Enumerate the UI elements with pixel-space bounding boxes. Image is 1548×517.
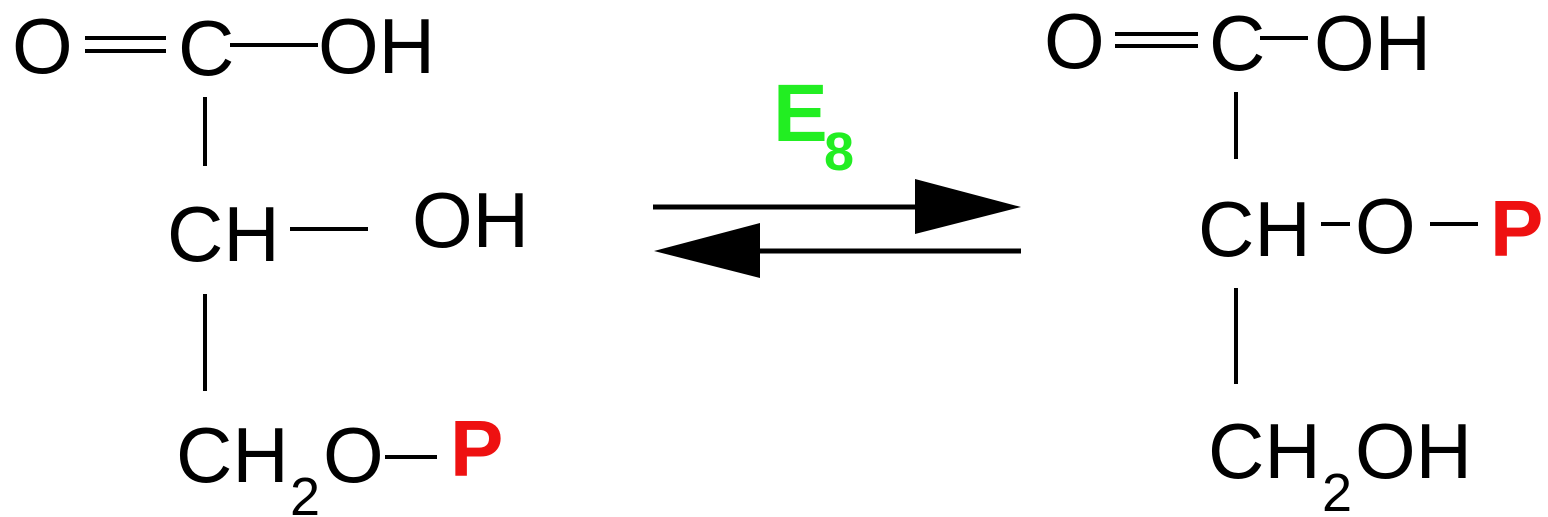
product-phosphate: P	[1490, 184, 1543, 273]
product-carboxyl-oxygen: O	[1044, 0, 1105, 85]
product-middle-oxygen: O	[1355, 182, 1416, 270]
reactant-middle-ch: CH	[167, 190, 280, 278]
product-molecule: O C OH CH O P CH 2 OH	[1044, 0, 1543, 517]
reactant-bottom-subscript: 2	[290, 467, 320, 517]
reactant-carboxyl-hydroxyl: OH	[318, 2, 435, 90]
reactant-phosphate: P	[450, 404, 503, 493]
product-bottom-subscript: 2	[1322, 463, 1352, 517]
forward-arrow-head	[915, 179, 1021, 234]
reactant-middle-hydroxyl: OH	[412, 176, 529, 264]
enzyme-subscript: 8	[824, 122, 854, 182]
product-bottom-ch: CH	[1208, 407, 1321, 495]
reverse-arrow-head	[654, 223, 760, 278]
enzyme-label: E 8	[773, 68, 854, 182]
reactant-carboxyl-carbon: C	[178, 4, 234, 92]
equilibrium-arrows	[653, 179, 1021, 278]
reactant-bottom-ch: CH	[176, 411, 289, 499]
product-middle-ch: CH	[1198, 185, 1311, 273]
product-bottom-hydroxyl: OH	[1355, 407, 1472, 495]
reactant-molecule: O C OH CH OH CH 2 O P	[12, 2, 529, 517]
reactant-bottom-oxygen: O	[323, 411, 384, 499]
enzyme-letter: E	[773, 68, 828, 159]
reactant-carboxyl-oxygen: O	[12, 2, 73, 90]
product-carboxyl-hydroxyl: OH	[1314, 0, 1431, 87]
product-carboxyl-carbon: C	[1209, 0, 1265, 87]
